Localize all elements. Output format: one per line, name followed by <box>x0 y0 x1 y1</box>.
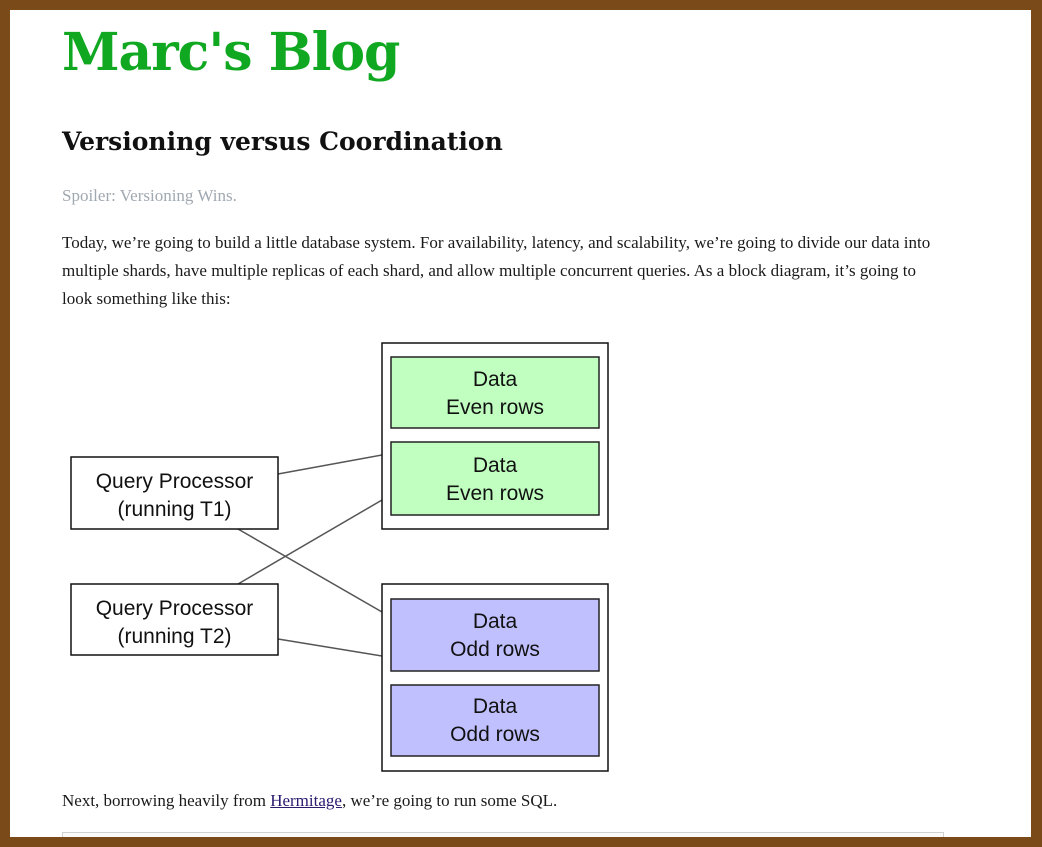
hermitage-link[interactable]: Hermitage <box>270 791 342 810</box>
page-frame: Marc's Blog Versioning versus Coordinati… <box>10 10 1031 837</box>
query-processor-t1: Query Processor (running T1) <box>70 456 279 530</box>
replica-even-2: Data Even rows <box>390 441 600 516</box>
processor-sublabel: (running T1) <box>117 498 231 521</box>
replica-sublabel: Odd rows <box>450 638 540 661</box>
processor-sublabel: (running T2) <box>117 625 231 648</box>
replica-label: Data <box>473 610 518 633</box>
query-processor-t2: Query Processor (running T2) <box>70 583 279 656</box>
post-title: Versioning versus Coordination <box>62 127 503 156</box>
code-block <box>62 832 944 837</box>
replica-label: Data <box>473 368 518 391</box>
next-text-before: Next, borrowing heavily from <box>62 791 271 810</box>
replica-odd-2: Data Odd rows <box>390 684 600 757</box>
replica-even-1: Data Even rows <box>390 356 600 429</box>
next-paragraph: Next, borrowing heavily from Hermitage, … <box>62 787 942 815</box>
blog-title[interactable]: Marc's Blog <box>62 22 400 83</box>
replica-sublabel: Even rows <box>446 482 544 505</box>
replica-sublabel: Even rows <box>446 396 544 419</box>
intro-paragraph: Today, we’re going to build a little dat… <box>62 233 931 308</box>
architecture-diagram: Query Processor (running T1) Query Proce… <box>70 342 609 772</box>
processor-label: Query Processor <box>96 470 254 493</box>
next-text-after: , we’re going to run some SQL. <box>341 791 558 810</box>
replica-odd-1: Data Odd rows <box>390 598 600 672</box>
connector-t1-shard-odd <box>237 528 383 613</box>
shard-even-rows: Data Even rows Data Even rows <box>381 342 609 530</box>
replica-label: Data <box>473 454 518 477</box>
post-spoiler: Spoiler: Versioning Wins. <box>62 186 237 205</box>
connector-t1-shard-even <box>277 454 383 475</box>
processor-label: Query Processor <box>96 597 254 620</box>
connector-t2-shard-odd <box>277 638 383 657</box>
replica-label: Data <box>473 695 518 718</box>
connector-t2-shard-even <box>237 499 383 585</box>
replica-sublabel: Odd rows <box>450 723 540 746</box>
shard-odd-rows: Data Odd rows Data Odd rows <box>381 583 609 772</box>
